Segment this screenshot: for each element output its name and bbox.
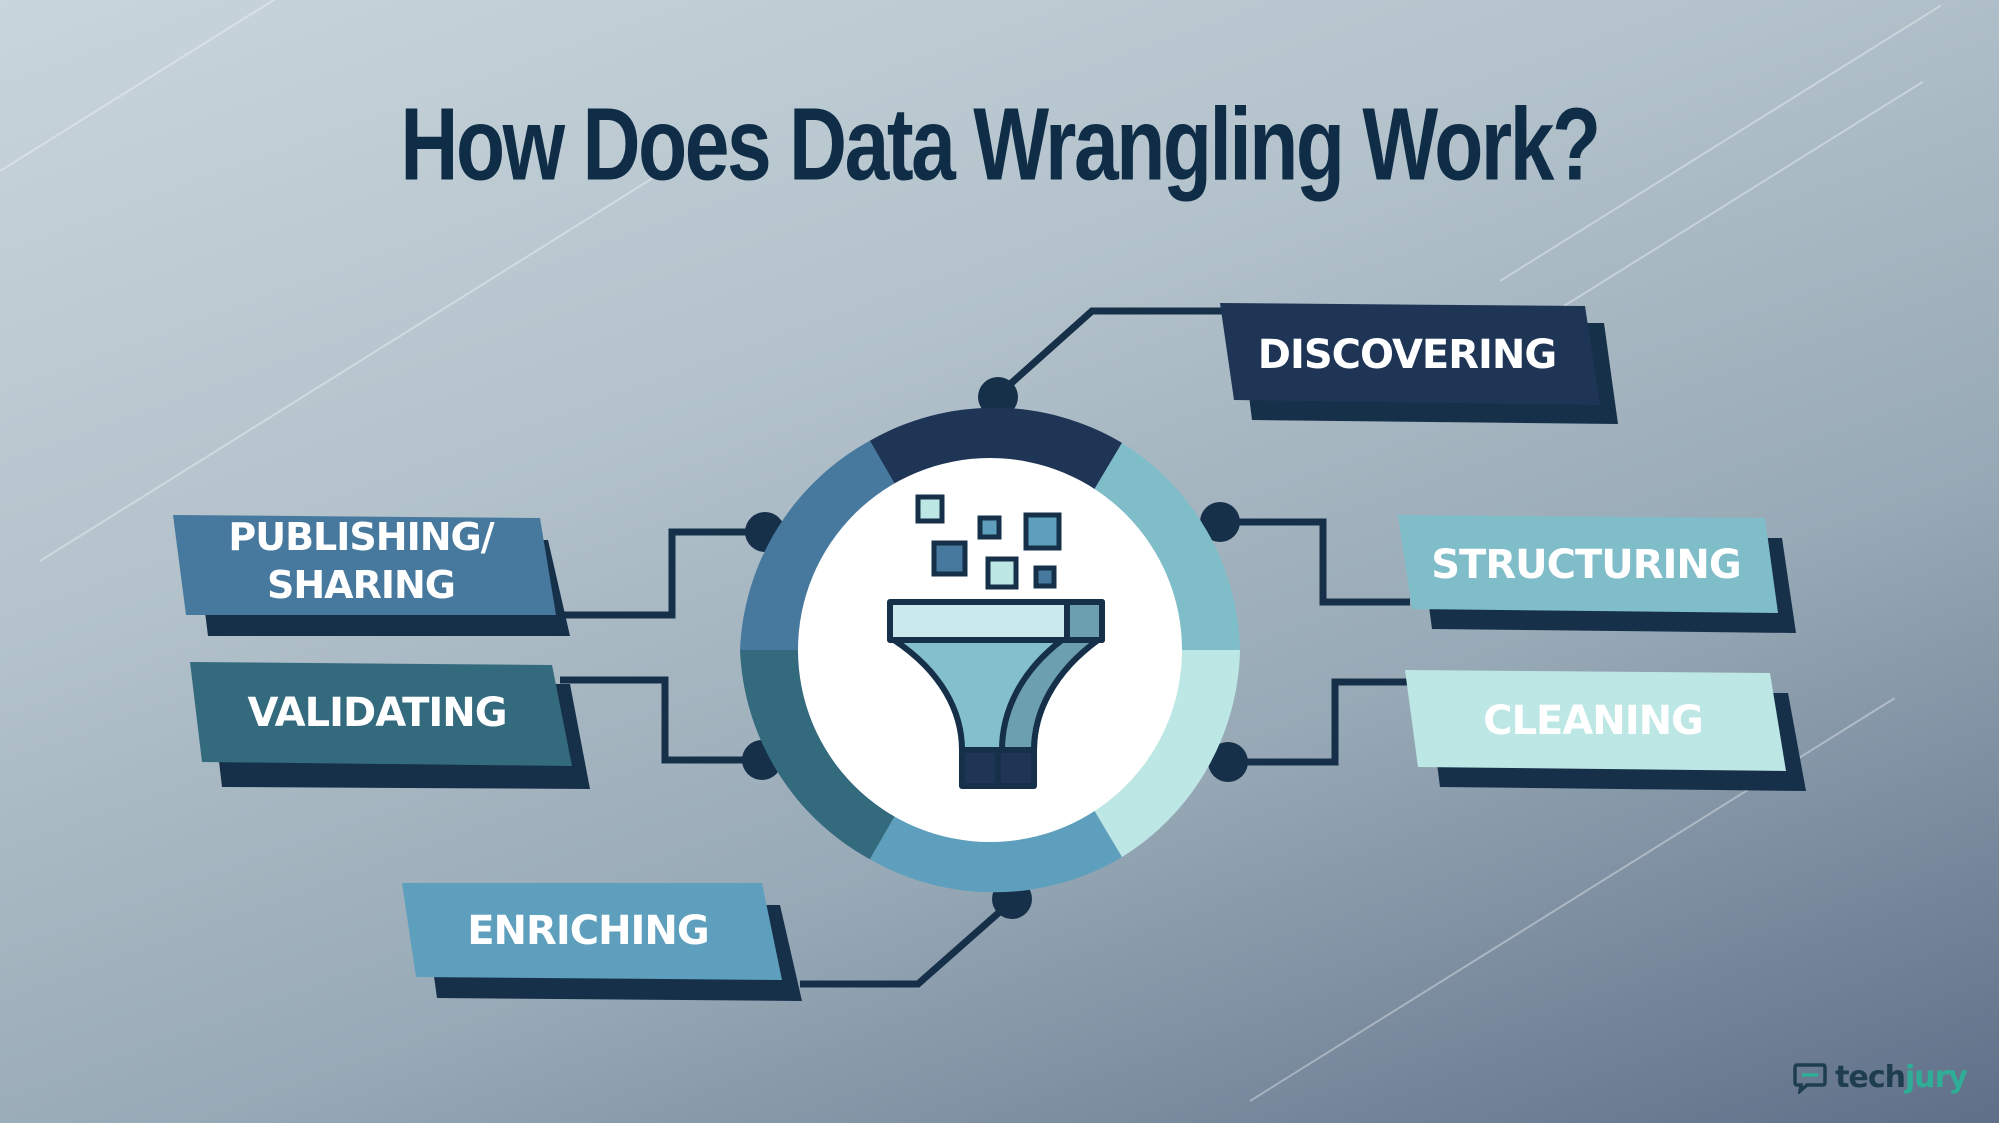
step-label-publishing-line2: SHARING: [267, 562, 456, 607]
step-label-structuring: STRUCTURING: [1431, 542, 1742, 588]
connector-lines: [560, 307, 1410, 988]
step-label-validating: VALIDATING: [247, 690, 507, 736]
step-box-cleaning: [1405, 670, 1806, 791]
step-label-publishing: PUBLISHING/ SHARING: [176, 514, 546, 609]
step-box-publishing: [173, 515, 570, 636]
step-box-discovering: [1220, 303, 1618, 424]
step-label-publishing-line1: PUBLISHING/: [228, 515, 494, 559]
logo-wordmark: techjury: [1835, 1060, 1968, 1095]
step-box-enriching: [402, 883, 802, 1001]
step-label-cleaning: CLEANING: [1483, 698, 1704, 744]
data-squares-icon: [915, 494, 1062, 590]
chat-bubble-logo-icon: [1793, 1062, 1827, 1094]
ring-segment-cleaning: [1092, 650, 1240, 858]
step-label-enriching: ENRICHING: [467, 908, 710, 954]
step-label-discovering: DISCOVERING: [1257, 332, 1557, 378]
step-box-validating: [190, 662, 590, 789]
ring-segment-publishing: [740, 440, 899, 650]
ring-segment-validating: [740, 650, 899, 860]
ring-segment-structuring: [1092, 442, 1240, 650]
brand-logo: techjury: [1793, 1060, 1968, 1095]
page-title: How Does Data Wrangling Work?: [400, 86, 1601, 202]
step-box-structuring: [1398, 515, 1796, 633]
funnel-icon: [887, 599, 1105, 789]
